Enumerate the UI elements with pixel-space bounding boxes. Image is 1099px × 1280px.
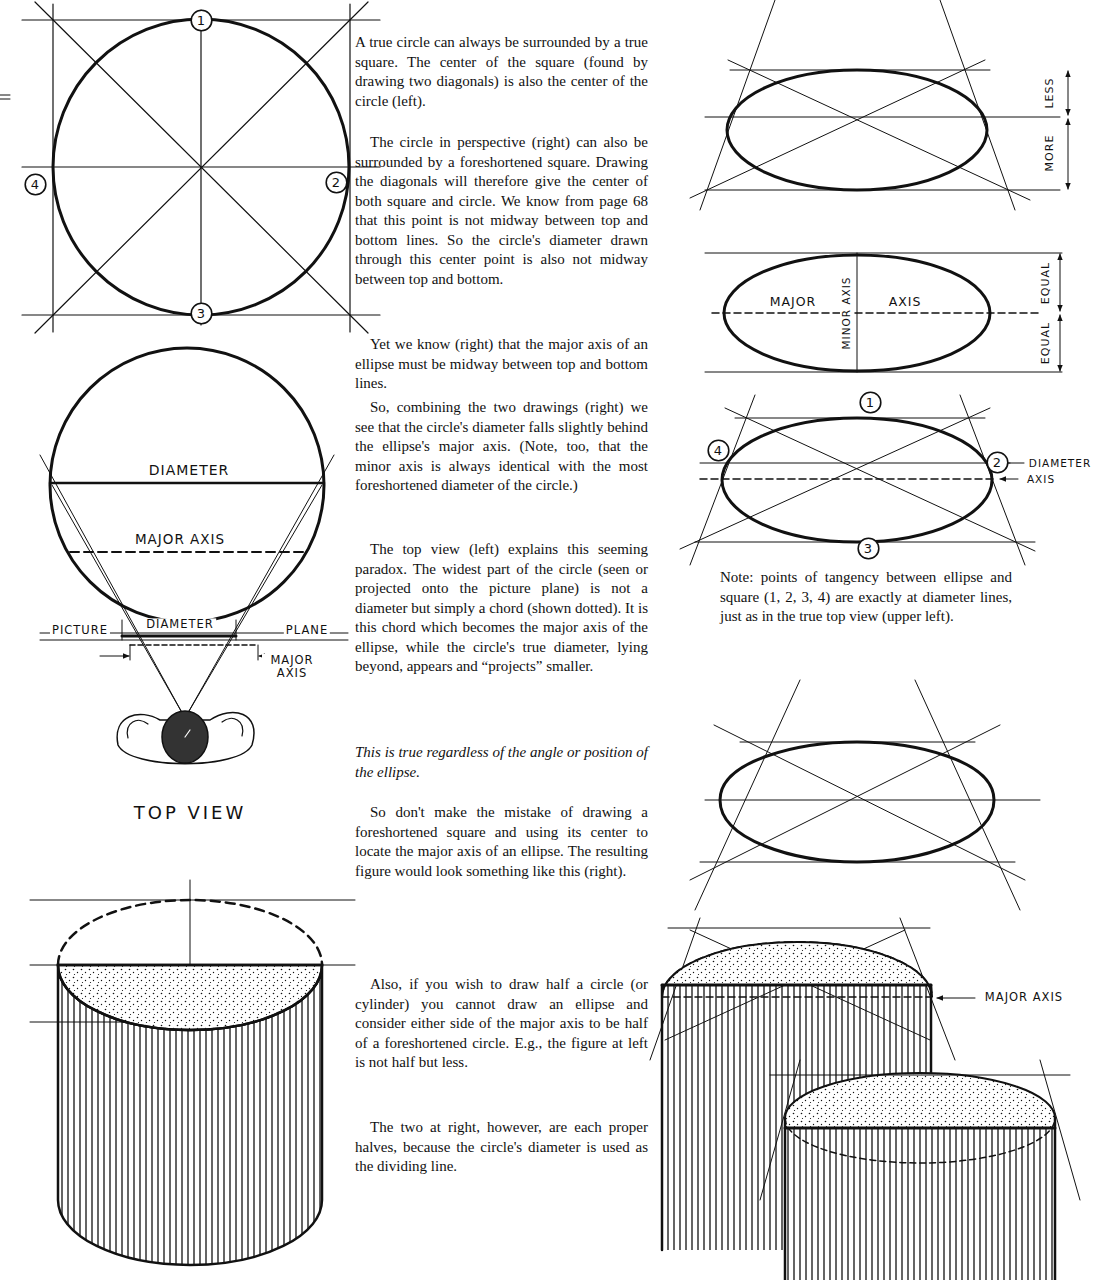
callout-circle: 4 — [24, 173, 47, 196]
body-paragraph: Yet we know (right) that the major axis … — [355, 335, 648, 394]
figure-label: MORE — [1044, 133, 1057, 174]
body-paragraph: The two at right, however, are each prop… — [355, 1118, 648, 1177]
callout-number: 1 — [190, 9, 213, 32]
callout-circle: 1 — [859, 391, 882, 414]
callout-number: 2 — [325, 171, 348, 194]
body-paragraph: The top view (left) explains this seemin… — [355, 540, 648, 677]
callout-circle: 4 — [707, 439, 730, 462]
callout-number: 4 — [707, 439, 730, 462]
body-paragraph: Note: points of tangency between ellipse… — [720, 568, 1012, 627]
figure-label: TOP VIEW — [132, 803, 249, 824]
figure-label: MAJOR — [768, 295, 819, 309]
callout-circle: 2 — [325, 171, 348, 194]
figure-label: LESS — [1044, 75, 1057, 110]
figure-label: AXIS — [1025, 473, 1057, 485]
callout-number: 2 — [986, 451, 1009, 474]
callout-number: 4 — [24, 173, 47, 196]
callout-number: 1 — [859, 391, 882, 414]
figure-label: MAJOR AXIS — [983, 991, 1065, 1004]
callout-number: 3 — [857, 537, 880, 560]
body-paragraph: So don't make the mistake of drawing a f… — [355, 803, 648, 881]
figure-label: AXIS — [887, 295, 924, 309]
figure-label: PICTURE — [50, 624, 110, 637]
body-paragraph: A true circle can always be surrounded b… — [355, 33, 648, 111]
figure-label: MAJOR AXIS — [133, 532, 227, 548]
figure-label: DIAMETER — [147, 462, 232, 478]
callout-circle: 3 — [190, 302, 213, 325]
body-paragraph: The circle in perspective (right) can al… — [355, 133, 648, 289]
figure-label: PLANE — [284, 624, 330, 637]
callout-number: 3 — [190, 302, 213, 325]
callout-circle: 3 — [857, 537, 880, 560]
figure-label: DIAMETER — [144, 618, 216, 631]
callout-circle: 2 — [986, 451, 1009, 474]
figure-label: EQUAL — [1040, 260, 1053, 306]
figure-label: MINOR AXIS — [840, 274, 852, 351]
figure-label: MAJOR AXIS — [262, 654, 322, 680]
figure-label: DIAMETER — [1027, 457, 1093, 469]
callout-circle: 1 — [190, 9, 213, 32]
body-paragraph: So, combining the two drawings (right) w… — [355, 398, 648, 496]
body-paragraph: Also, if you wish to draw half a circle … — [355, 975, 648, 1073]
body-paragraph: This is true regardless of the angle or … — [355, 743, 648, 782]
figure-label: EQUAL — [1040, 320, 1053, 366]
